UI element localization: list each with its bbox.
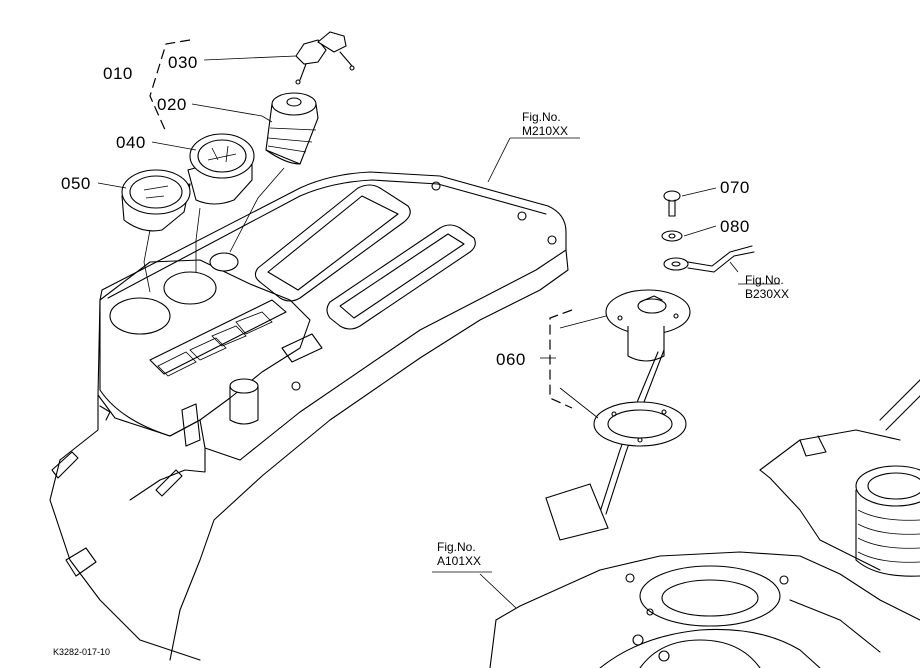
callout-070[interactable]: 070: [720, 178, 750, 197]
callout-030[interactable]: 030: [168, 53, 198, 72]
drawing-code: K3282-017-10: [53, 647, 111, 657]
figure-ref-a101xx[interactable]: Fig.No. A101XX: [437, 540, 481, 568]
figure-ref-title: Fig.No.: [522, 110, 561, 124]
bracket-010: [149, 39, 191, 133]
callout-040[interactable]: 040: [116, 133, 146, 152]
gauge-hole-left: [109, 297, 171, 335]
callout-050[interactable]: 050: [61, 174, 91, 193]
gauge-hole-right: [163, 271, 217, 305]
key-illustration: [295, 31, 355, 85]
fuel-sender-unit: [545, 289, 691, 541]
wire-terminal: [663, 245, 755, 273]
callout-080[interactable]: 080: [720, 217, 750, 236]
gauge-050: [121, 169, 191, 232]
callout-010[interactable]: 010: [103, 64, 133, 83]
leader-lines: [97, 55, 780, 609]
bracket-060: [549, 309, 573, 409]
callout-020[interactable]: 020: [157, 95, 187, 114]
fuel-tank: [489, 379, 920, 668]
callout-060[interactable]: 060: [496, 350, 526, 369]
figure-ref-title: Fig.No.: [745, 273, 784, 287]
screw-070: [663, 190, 681, 217]
figure-ref-code: B230XX: [745, 287, 790, 301]
figure-ref-title: Fig.No.: [437, 540, 476, 554]
figure-ref-code: A101XX: [437, 554, 482, 568]
figure-ref-b230xx[interactable]: Fig.No. B230XX: [745, 273, 789, 301]
ignition-switch: [265, 92, 319, 165]
washer-080: [661, 230, 683, 242]
figure-ref-m210xx[interactable]: Fig.No. M210XX: [522, 110, 568, 138]
figure-ref-code: M210XX: [522, 124, 569, 138]
gauge-040: [187, 133, 255, 205]
switch-hole: [209, 252, 239, 272]
dashboard-panel: [49, 171, 569, 661]
